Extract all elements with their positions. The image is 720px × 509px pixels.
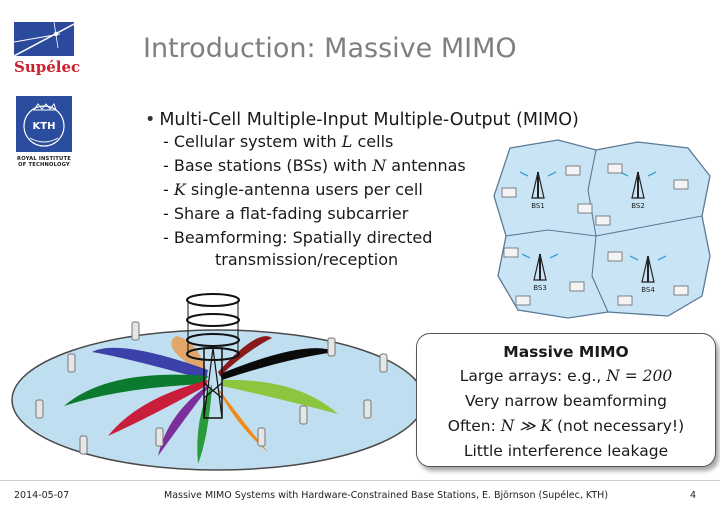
footer-date: 2014-05-07 <box>14 490 70 501</box>
supelec-wordmark: Supélec <box>14 58 81 76</box>
callout-line: Very narrow beamforming <box>464 392 668 410</box>
footer-citation: Massive MIMO Systems with Hardware-Const… <box>164 490 609 501</box>
sub-bullet: - Beamforming: Spatially directed <box>163 228 433 247</box>
sub-bullet: - Share a flat-fading subcarrier <box>163 204 409 223</box>
kth-seal-text: KTH <box>33 121 56 132</box>
supelec-logo: Supélec <box>14 22 81 82</box>
page-number: 4 <box>690 490 697 501</box>
user-phone-icon <box>35 321 388 455</box>
laptop-icon <box>501 163 689 306</box>
cell-tower-icon <box>531 171 655 283</box>
sub-bullet: - K single-antenna users per cell <box>163 180 423 199</box>
cell-label-bs1: BS1 <box>531 202 545 210</box>
sub-bullet: - Base stations (BSs) with N antennas <box>163 156 466 175</box>
multicell-illustration: BS1 BS2 BS3 BS4 <box>493 139 711 319</box>
kth-logo: KTH ROYAL INSTITUTE OF TECHNOLOGY <box>14 96 74 168</box>
sub-bullet: - Cellular system with L cells <box>163 132 394 151</box>
callout-line: Large arrays: e.g., N = 200 <box>459 367 673 385</box>
bullet-list: •Multi-Cell Multiple-Input Multiple-Outp… <box>145 110 579 269</box>
massive-mimo-callout: Massive MIMO Large arrays: e.g., N = 200… <box>416 333 716 467</box>
callout-heading: Massive MIMO <box>503 343 629 361</box>
slide-title: Introduction: Massive MIMO <box>143 33 517 64</box>
bullet-main: •Multi-Cell Multiple-Input Multiple-Outp… <box>145 110 579 130</box>
cell-label-bs3: BS3 <box>533 284 547 292</box>
massive-mimo-illustration <box>11 293 425 471</box>
beam-group <box>64 336 338 464</box>
supelec-star-icon <box>14 22 74 56</box>
cell-label-bs2: BS2 <box>631 202 645 210</box>
kth-seal-icon: KTH <box>16 96 72 152</box>
sub-bullet-continuation: transmission/reception <box>215 250 399 269</box>
callout-line: Little interference leakage <box>463 442 669 460</box>
kth-caption: ROYAL INSTITUTE OF TECHNOLOGY <box>17 156 71 168</box>
cell-label-bs4: BS4 <box>641 286 655 294</box>
antenna-array-icon <box>186 293 240 419</box>
bullet-main-text: Multi-Cell Multiple-Input Multiple-Outpu… <box>159 110 579 130</box>
callout-line: Often: N ≫ K (not necessary!) <box>447 417 685 435</box>
footer-divider <box>0 480 720 481</box>
